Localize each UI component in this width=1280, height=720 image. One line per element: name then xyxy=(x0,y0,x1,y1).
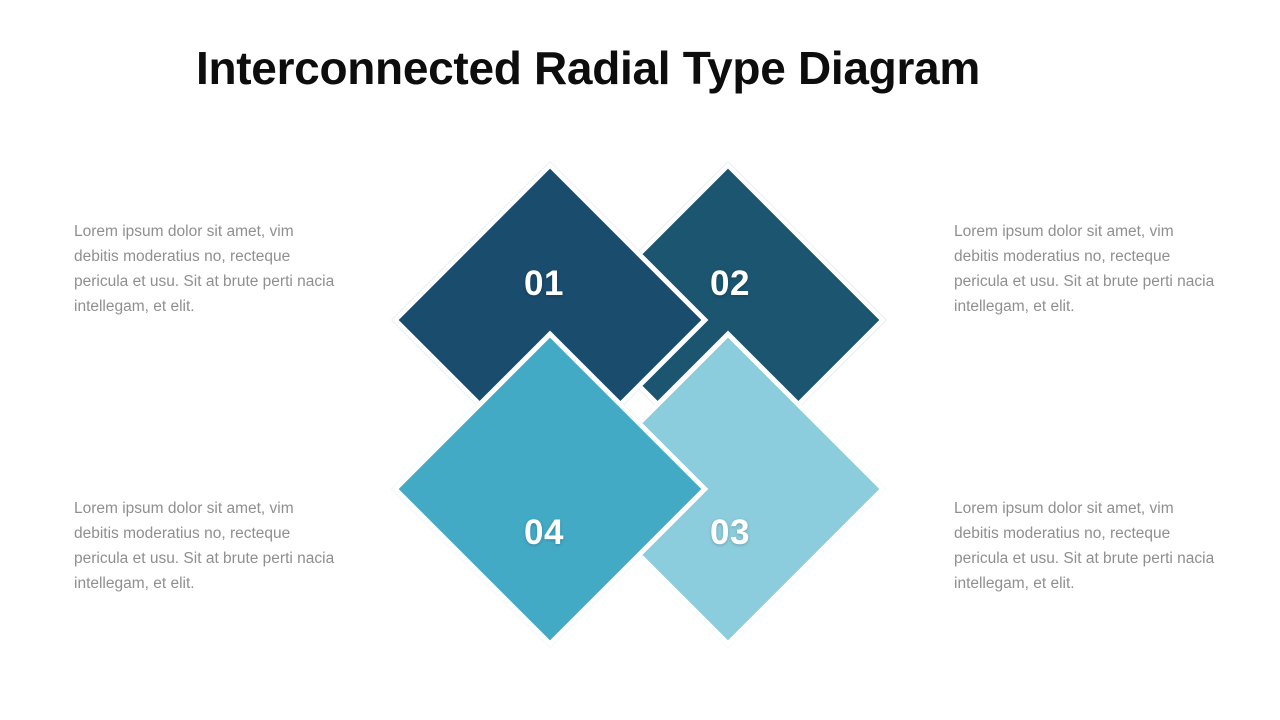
node-number-04: 04 xyxy=(524,513,564,552)
page-title: Interconnected Radial Type Diagram xyxy=(196,42,980,94)
description-bottom-left: Lorem ipsum dolor sit amet, vim debitis … xyxy=(74,500,335,593)
description-top-left: Lorem ipsum dolor sit amet, vim debitis … xyxy=(74,223,335,316)
description-bottom-right: Lorem ipsum dolor sit amet, vim debitis … xyxy=(954,500,1215,593)
node-number-03: 03 xyxy=(710,513,750,552)
description-top-right: Lorem ipsum dolor sit amet, vim debitis … xyxy=(954,223,1215,316)
node-number-02: 02 xyxy=(710,264,750,303)
node-number-01: 01 xyxy=(524,264,564,303)
